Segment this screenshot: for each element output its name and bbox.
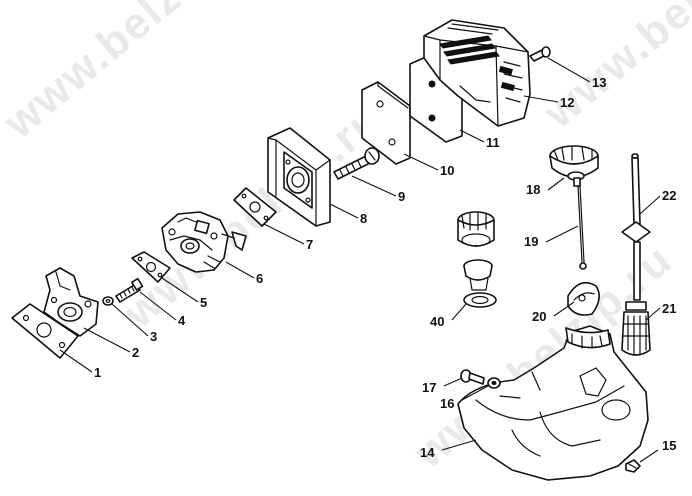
part-18-fuel-cap bbox=[549, 145, 599, 187]
callout-20: 20 bbox=[532, 309, 546, 324]
callout-5: 5 bbox=[200, 295, 207, 310]
part-9-long-screw bbox=[333, 147, 380, 180]
callout-13: 13 bbox=[592, 75, 606, 90]
callout-40: 40 bbox=[430, 314, 444, 329]
callout-7: 7 bbox=[306, 237, 313, 252]
callout-16: 16 bbox=[440, 396, 454, 411]
callout-18: 18 bbox=[526, 182, 540, 197]
watermark-text-3: www.belzip.ru bbox=[0, 0, 272, 148]
part-1-gasket bbox=[11, 303, 79, 359]
part-3-washer bbox=[102, 296, 114, 306]
callout-2: 2 bbox=[132, 345, 139, 360]
part-2-intake-flange bbox=[43, 267, 99, 337]
part-40-fuel-cap-assembly bbox=[457, 211, 497, 308]
callout-10: 10 bbox=[440, 163, 454, 178]
part-15-nut bbox=[625, 459, 641, 473]
watermark-text-4: www.belzip.ru bbox=[534, 0, 692, 138]
part-5-gasket bbox=[131, 251, 171, 283]
part-19-cap-retainer bbox=[577, 185, 587, 270]
callout-9: 9 bbox=[398, 189, 405, 204]
leader-lines bbox=[59, 57, 661, 463]
callout-8: 8 bbox=[360, 211, 367, 226]
part-10-filter-plate bbox=[361, 81, 411, 165]
callout-1: 1 bbox=[94, 365, 101, 380]
callout-17: 17 bbox=[422, 380, 436, 395]
part-4-screw bbox=[115, 277, 144, 303]
part-13-screw bbox=[529, 46, 551, 62]
callout-3: 3 bbox=[150, 329, 157, 344]
callout-11: 11 bbox=[486, 135, 500, 150]
part-8-filter-base bbox=[267, 127, 331, 227]
callout-14: 14 bbox=[420, 445, 435, 460]
part-12-filter-cover bbox=[423, 19, 531, 127]
part-20-strainer bbox=[567, 281, 600, 316]
part-16-washer bbox=[487, 377, 501, 389]
callout-4: 4 bbox=[178, 313, 186, 328]
part-7-gasket bbox=[233, 187, 277, 227]
callout-15: 15 bbox=[662, 438, 676, 453]
callout-19: 19 bbox=[524, 234, 538, 249]
callout-12: 12 bbox=[560, 95, 574, 110]
callout-22: 22 bbox=[662, 188, 676, 203]
part-17-screw bbox=[460, 369, 485, 385]
part-22-fuel-hose bbox=[621, 153, 651, 301]
part-14-fuel-tank bbox=[457, 325, 649, 481]
part-21-fuel-filter bbox=[621, 301, 651, 356]
part-6-carburetor bbox=[161, 211, 247, 273]
callout-6: 6 bbox=[256, 271, 263, 286]
callout-labels: 1 2 3 4 5 6 7 8 9 10 11 12 13 18 19 20 2… bbox=[94, 75, 676, 460]
callout-21: 21 bbox=[662, 301, 676, 316]
